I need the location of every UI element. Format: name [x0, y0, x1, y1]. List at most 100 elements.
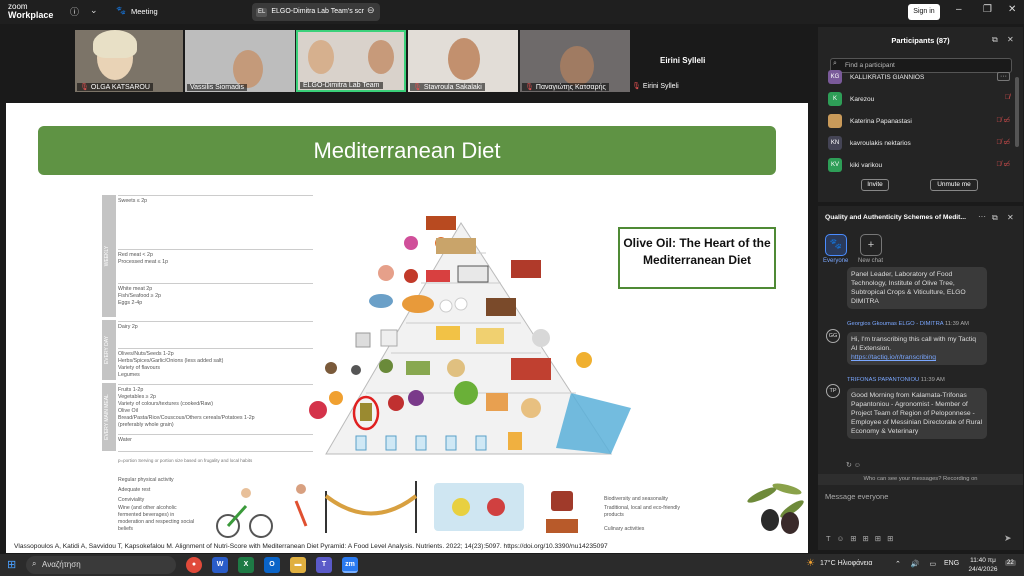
- avatar: KV: [828, 158, 842, 172]
- level-fruits: Fruits 1-2p Vegetables ≥ 2p Variety of c…: [118, 384, 313, 434]
- meeting-label: Meeting: [131, 7, 158, 16]
- taskbar-search[interactable]: Αναζήτηση: [26, 556, 176, 574]
- info-icon[interactable]: ⓘ: [70, 7, 80, 17]
- teams-icon[interactable]: T: [316, 557, 332, 573]
- level-olives: Olives/Nuts/Seeds 1-2p Herbs/Spices/Garl…: [118, 348, 313, 384]
- mic-muted-icon: 🎙: [80, 84, 89, 91]
- participant-name-only: Eirini Sylleli: [660, 56, 706, 65]
- invite-button[interactable]: Invite: [861, 179, 889, 191]
- minimize-icon[interactable]: –: [956, 4, 962, 15]
- outlook-icon[interactable]: O: [264, 557, 280, 573]
- close-icon[interactable]: ✕: [1007, 213, 1014, 222]
- avatar: GG: [826, 329, 840, 343]
- new-chat-icon[interactable]: +: [860, 234, 882, 256]
- level-dairy: Dairy 2p: [118, 321, 313, 345]
- lifestyle-left: Regular physical activity Adequate rest …: [118, 477, 195, 532]
- level-white-meat: White meat 2p Fish/Seafood ≥ 2p Eggs 2-4…: [118, 283, 313, 317]
- chat-message: TRIFONAS PAPANTONIOU 11:39 AM Good Morni…: [847, 376, 987, 439]
- chat-message: Panel Leader, Laboratory of Food Technol…: [847, 267, 987, 309]
- video-tile[interactable]: Vassilis Siomadis: [185, 30, 295, 92]
- language-indicator[interactable]: ENG: [944, 560, 960, 567]
- slide-citation: Vlassopoulos A, Katidi A, Savvidou T, Ka…: [14, 543, 608, 550]
- pyramid-levels: Sweets ≤ 2p Red meat < 2p Processed meat…: [118, 195, 318, 452]
- avatar: KG: [828, 70, 842, 84]
- tray-icons[interactable]: ⌃ 🔊 ▭: [895, 561, 941, 568]
- tab-everyone[interactable]: Everyone: [823, 258, 849, 264]
- everyone-tab-icon[interactable]: 🐾: [825, 234, 847, 256]
- more-options-icon[interactable]: ⊖: [367, 5, 375, 15]
- mic-muted-icon: 🎙̸: [1004, 94, 1010, 101]
- mic-video-muted-icon: 🎙̸ ▭̸: [996, 161, 1010, 168]
- taskbar: ⊞ Αναζήτηση ⌕ ● W X O ▬ T zm ☀ 17°C Ηλιο…: [0, 554, 1024, 576]
- transcribing-link[interactable]: https://tactiq.io/r/transcribing: [851, 354, 936, 361]
- level-sweets: Sweets ≤ 2p: [118, 195, 313, 245]
- more-icon[interactable]: ···: [978, 212, 986, 221]
- sun-icon: ☀: [806, 558, 815, 569]
- more-icon[interactable]: ···: [997, 72, 1010, 81]
- video-tile-active-speaker[interactable]: ELGO-Dimitra Lab Team: [296, 30, 406, 92]
- avatar: [828, 114, 842, 128]
- scrollbar[interactable]: [1015, 77, 1019, 147]
- chevron-down-icon[interactable]: ⌄: [90, 5, 98, 15]
- participant-row[interactable]: K Karezou 🎙̸: [828, 89, 1012, 109]
- lifestyle-illustrations: [216, 481, 578, 538]
- send-icon[interactable]: ➤: [1004, 533, 1012, 543]
- frequency-everyday: EVERY DAY: [102, 320, 116, 380]
- avatar: K: [828, 92, 842, 106]
- sign-in-button[interactable]: Sign in: [908, 4, 940, 20]
- unmute-me-button[interactable]: Unmute me: [930, 179, 978, 191]
- chrome-icon[interactable]: ●: [186, 557, 202, 573]
- paw-icon: 🐾: [116, 6, 126, 15]
- find-participant-input[interactable]: Find a participant: [830, 58, 1012, 73]
- level-water: Water: [118, 434, 313, 452]
- mic-muted-icon: 🎙: [525, 84, 534, 91]
- chat-title: Quality and Authenticity Schemes of Medi…: [825, 214, 966, 221]
- tab-new-chat[interactable]: New chat: [858, 258, 884, 264]
- weather[interactable]: 17°C Ηλιοφάνεια: [820, 560, 873, 567]
- video-tile[interactable]: 🎙OLGA KATSAROU: [75, 30, 183, 92]
- search-icon: ⌕: [32, 559, 37, 568]
- close-icon[interactable]: ✕: [1008, 4, 1017, 15]
- restore-icon[interactable]: ❐: [983, 4, 992, 15]
- mic-video-muted-icon: 🎙̸ ▭̸: [996, 139, 1010, 146]
- level-red-meat: Red meat < 2p Processed meat ≤ 1p: [118, 249, 313, 283]
- search-icon: ⌕: [833, 60, 837, 67]
- lifestyle-right: Biodiversity and seasonality Traditional…: [604, 496, 680, 532]
- shared-slide: Mediterranean Diet WEEKLY EVERY DAY EVER…: [6, 103, 808, 553]
- notification-badge[interactable]: 22: [1005, 560, 1016, 566]
- windows-start-icon[interactable]: ⊞: [7, 559, 17, 571]
- word-icon[interactable]: W: [212, 557, 228, 573]
- participant-row[interactable]: KG KALLIKRATIS GIANNIOS ···: [828, 67, 1012, 87]
- participants-panel: Participants (87) ⧉ ✕ Find a participant…: [818, 27, 1023, 202]
- excel-icon[interactable]: X: [238, 557, 254, 573]
- avatar: KN: [828, 136, 842, 150]
- video-tile[interactable]: 🎙Παναγιώτης Κατσαρής: [520, 30, 630, 92]
- file-explorer-icon[interactable]: ▬: [290, 557, 306, 573]
- mic-muted-icon: 🎙: [413, 84, 422, 91]
- zoom-taskbar-icon[interactable]: zm: [342, 557, 358, 573]
- portion-note: p=portion Serving or portion size based …: [118, 458, 253, 463]
- olive-branch-illustration: [747, 483, 804, 534]
- slide-title: Mediterranean Diet: [38, 126, 776, 175]
- video-tile[interactable]: 🎙Stavroula Sakalaki: [408, 30, 518, 92]
- chat-toolbar-icons[interactable]: T☺⊞⊞⊞⊞: [826, 534, 900, 543]
- reaction-icons[interactable]: ↻ ☺: [846, 462, 861, 469]
- popout-icon[interactable]: ⧉: [992, 35, 998, 44]
- frequency-every-meal: EVERY MAIN MEAL: [102, 383, 116, 451]
- chat-panel: Quality and Authenticity Schemes of Medi…: [818, 206, 1023, 550]
- pyramid-illustration: [309, 216, 631, 455]
- chat-notice[interactable]: Who can see your messages? Recording on: [818, 474, 1023, 485]
- participant-row[interactable]: KN kavroulakis nektarios 🎙̸ ▭̸: [828, 133, 1012, 153]
- chat-message: Georgios Gkoumas ELGO - DIMITRA 11:39 AM…: [847, 320, 987, 365]
- close-icon[interactable]: ✕: [1007, 35, 1014, 44]
- avatar: TP: [826, 384, 840, 398]
- popout-icon[interactable]: ⧉: [992, 213, 998, 222]
- participant-row[interactable]: KV kiki varikou 🎙̸ ▭̸: [828, 155, 1012, 175]
- mic-video-muted-icon: 🎙̸ ▭̸: [996, 117, 1010, 124]
- chat-input[interactable]: Message everyone: [825, 492, 889, 501]
- participant-row[interactable]: Katerina Papanastasi 🎙̸ ▭̸: [828, 111, 1012, 131]
